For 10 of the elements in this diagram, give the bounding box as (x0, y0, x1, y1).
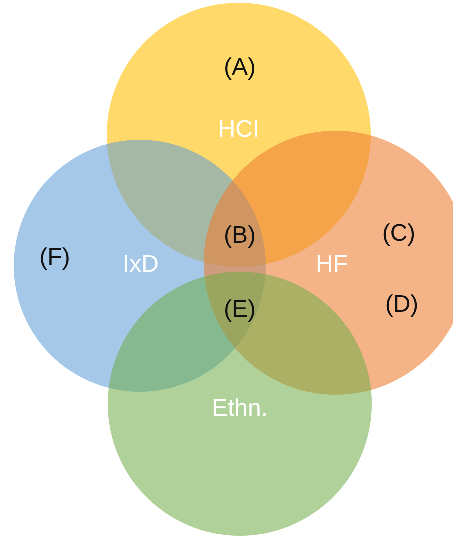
region-label: (B) (224, 222, 256, 250)
circle-label: HF (316, 251, 348, 279)
circle-label: HCI (218, 116, 260, 144)
region-label: (C) (382, 220, 416, 248)
region-label: (A) (224, 54, 256, 82)
region-label: (D) (385, 291, 419, 319)
region-label: (F) (40, 244, 70, 272)
circle-label: IxD (123, 251, 159, 279)
circle-label: Ethn. (212, 395, 268, 423)
region-label: (E) (224, 296, 256, 324)
